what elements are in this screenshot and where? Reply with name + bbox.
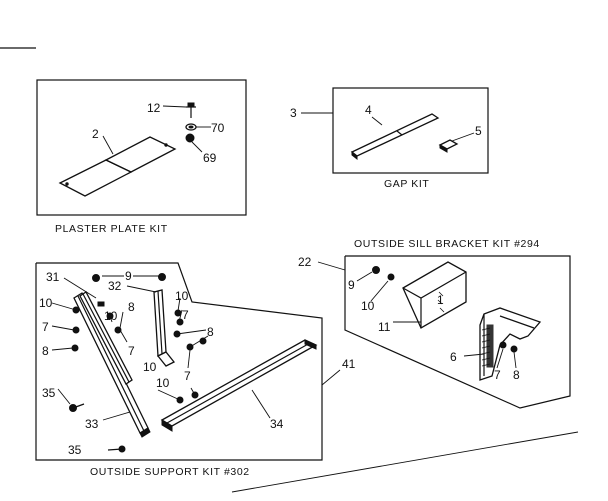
plaster-plate-kit-caption: PLASTER PLATE KIT — [55, 223, 168, 235]
callout-34: 34 — [270, 417, 284, 431]
callout-8-right: 8 — [513, 368, 520, 382]
callout-5: 5 — [475, 124, 482, 138]
plaster-plate-kit-frame — [36, 79, 247, 216]
callout-11: 11 — [378, 320, 391, 334]
sill-support-bracket — [479, 307, 542, 381]
callout-9-left: 9 — [125, 269, 132, 283]
callout-2: 2 — [92, 127, 99, 141]
callout-6: 6 — [450, 350, 457, 364]
callout-10-e: 10 — [156, 376, 170, 390]
screw-12 — [186, 102, 196, 118]
callout-7-right: 7 — [494, 368, 501, 382]
callout-35-b: 35 — [68, 443, 82, 457]
outside-support-kit-caption: OUTSIDE SUPPORT KIT #302 — [90, 466, 250, 478]
callout-12: 12 — [147, 101, 161, 115]
washer-70 — [185, 123, 197, 131]
callout-10-a: 10 — [175, 289, 189, 303]
callout-31: 31 — [46, 270, 60, 284]
gap-kit-frame — [332, 87, 489, 174]
brace-31 — [79, 291, 133, 385]
callout-7-c: 7 — [128, 344, 135, 358]
callout-8-c: 8 — [42, 344, 49, 358]
gap-kit-caption: GAP KIT — [384, 178, 429, 190]
callout-1: 1 — [437, 293, 444, 307]
callout-7-a: 7 — [182, 308, 189, 322]
support-rail-34 — [160, 339, 318, 432]
nut-69 — [185, 133, 195, 143]
callout-8-a: 8 — [128, 300, 135, 314]
callout-7-b: 7 — [42, 320, 49, 334]
callout-9-right: 9 — [348, 278, 355, 292]
connector-32 — [153, 289, 176, 367]
trim-line — [231, 431, 579, 493]
callout-10-d: 10 — [143, 360, 157, 374]
callout-33: 33 — [85, 417, 99, 431]
callout-10-c: 10 — [104, 309, 118, 323]
callout-3: 3 — [290, 106, 297, 120]
outside-sill-bracket-kit-frame — [344, 255, 571, 409]
callout-41: 41 — [342, 357, 356, 371]
sill-angle-bracket — [402, 261, 467, 329]
callout-10-b: 10 — [39, 296, 53, 310]
outside-sill-bracket-kit: OUTSIDE SILL BRACKET KIT #294 — [298, 238, 571, 409]
outside-support-kit-frame — [35, 262, 323, 461]
callout-10-right: 10 — [361, 299, 375, 313]
gap-block — [438, 139, 459, 153]
callout-8-b: 8 — [207, 325, 214, 339]
outside-sill-bracket-kit-caption: OUTSIDE SILL BRACKET KIT #294 — [354, 238, 540, 250]
plaster-plate — [58, 136, 177, 197]
callout-22: 22 — [298, 255, 312, 269]
gap-kit: 3 4 5 GAP KIT — [290, 87, 489, 190]
gap-strip — [350, 113, 440, 161]
outside-support-kit: 31 9 32 10 10 7 8 10 8 7 7 8 10 7 35 10 … — [35, 262, 356, 478]
callout-70: 70 — [211, 121, 225, 135]
callout-4: 4 — [365, 103, 372, 117]
callout-7-d: 7 — [184, 369, 191, 383]
callout-69: 69 — [203, 151, 217, 165]
callout-32: 32 — [108, 279, 122, 293]
plaster-plate-kit: 2 12 70 69 PLASTER PLATE KIT — [36, 79, 247, 235]
callout-35-a: 35 — [42, 386, 56, 400]
support-bar-33 — [73, 292, 151, 438]
